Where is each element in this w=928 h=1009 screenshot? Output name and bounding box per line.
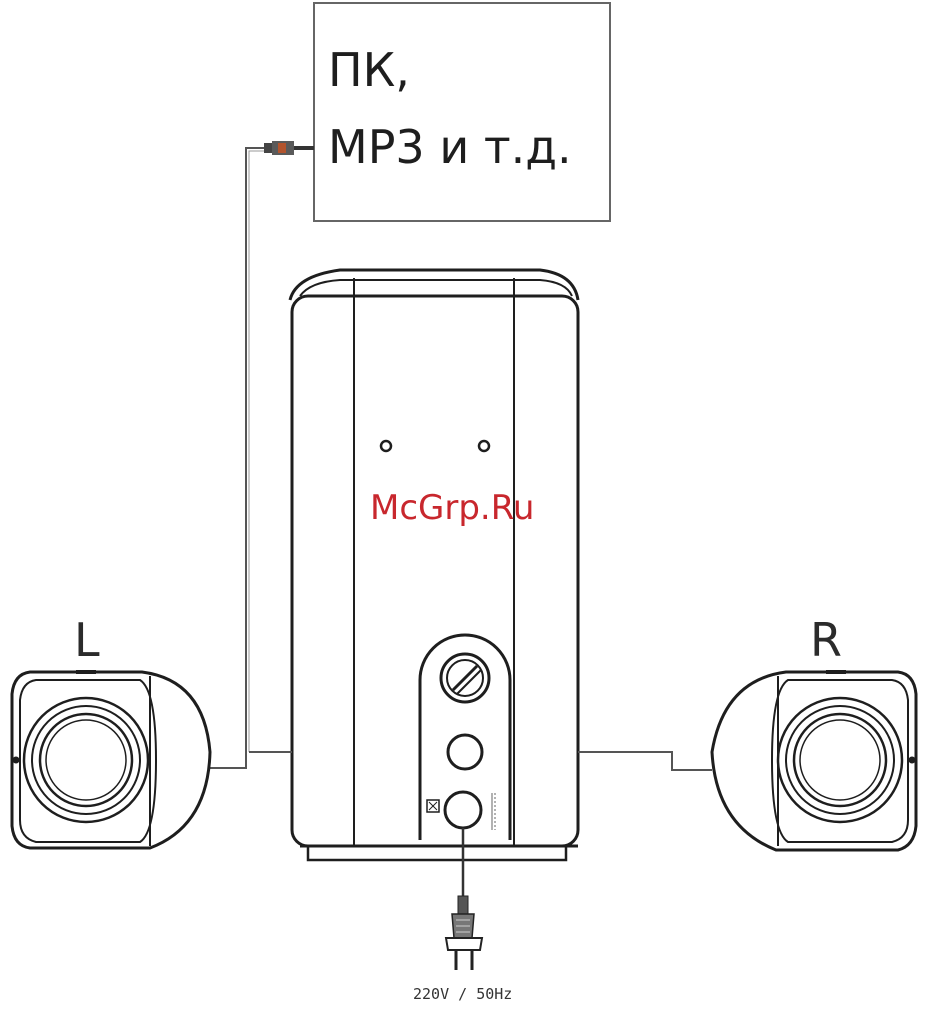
power-button-icon bbox=[448, 735, 482, 769]
source-device-label-line2: MP3 и т.д. bbox=[328, 120, 572, 174]
voltage-label: 220V / 50Hz bbox=[413, 985, 512, 1003]
speaker-cable-right bbox=[578, 752, 712, 770]
subwoofer-base bbox=[308, 846, 566, 860]
source-device-box bbox=[314, 3, 610, 221]
speaker-right-cone-inner bbox=[794, 714, 886, 806]
speaker-left-housing bbox=[12, 672, 210, 848]
watermark: McGrp.Ru bbox=[370, 488, 534, 528]
speaker-left bbox=[12, 672, 210, 848]
speaker-left-cone-inner bbox=[40, 714, 132, 806]
audio-cable bbox=[210, 148, 264, 768]
class-mark-icon bbox=[427, 800, 439, 812]
volume-knob-icon bbox=[441, 654, 489, 702]
power-plug-icon bbox=[446, 896, 482, 970]
subwoofer bbox=[290, 270, 578, 860]
speaker-right-cone-outer bbox=[778, 698, 902, 822]
speaker-left-cone-outer bbox=[24, 698, 148, 822]
control-panel bbox=[420, 635, 510, 840]
source-device-label-line1: ПК, bbox=[328, 43, 410, 97]
audio-cable-line bbox=[210, 148, 264, 768]
panel-marking bbox=[492, 793, 495, 830]
power-socket-icon bbox=[445, 792, 481, 828]
mount-hole-right bbox=[479, 441, 489, 451]
subwoofer-body bbox=[292, 296, 578, 846]
speaker-right-label: R bbox=[810, 613, 842, 667]
speaker-left-label: L bbox=[74, 613, 100, 667]
jack-plug-icon bbox=[264, 141, 314, 155]
audio-cable-line-inner bbox=[249, 151, 264, 752]
mount-hole-left bbox=[381, 441, 391, 451]
speaker-right bbox=[712, 672, 916, 850]
source-device: ПК, MP3 и т.д. bbox=[314, 3, 610, 221]
